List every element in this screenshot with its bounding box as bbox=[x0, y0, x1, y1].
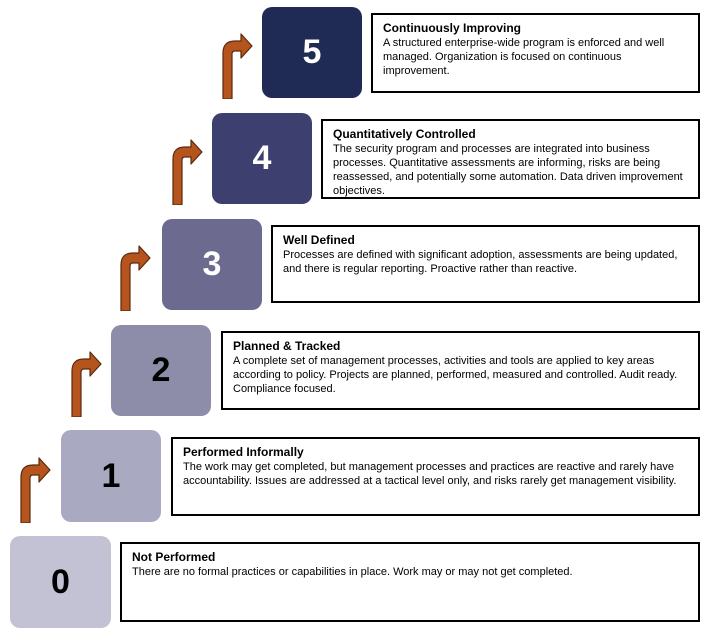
level-0-description: There are no formal practices or capabil… bbox=[132, 566, 573, 578]
level-3-square: 3 bbox=[162, 219, 262, 310]
level-3-box: Well Defined Processes are defined with … bbox=[271, 225, 700, 303]
level-4-square: 4 bbox=[212, 113, 312, 204]
level-1-description: The work may get completed, but manageme… bbox=[183, 461, 677, 487]
level-5-number: 5 bbox=[302, 33, 322, 71]
level-1-up-arrow-icon bbox=[20, 457, 51, 523]
level-4-up-arrow-icon bbox=[172, 139, 203, 205]
level-3-title: Well Defined bbox=[283, 233, 355, 247]
level-0-square: 0 bbox=[10, 536, 111, 628]
level-1-title: Performed Informally bbox=[183, 445, 304, 459]
level-2-square: 2 bbox=[111, 325, 211, 416]
level-2-number: 2 bbox=[151, 351, 171, 389]
level-1-number: 1 bbox=[101, 456, 121, 495]
level-4-number: 4 bbox=[252, 139, 272, 177]
level-5-description: A structured enterprise-wide program is … bbox=[383, 37, 665, 77]
level-0-title: Not Performed bbox=[132, 550, 216, 564]
level-3-description: Processes are defined with significant a… bbox=[283, 249, 678, 275]
level-5-square: 5 bbox=[262, 7, 362, 98]
level-0-number: 0 bbox=[51, 562, 70, 601]
level-1-box: Performed Informally The work may get co… bbox=[171, 437, 700, 516]
level-3-up-arrow-icon bbox=[120, 245, 151, 311]
level-4-description: The security program and processes are i… bbox=[333, 143, 683, 197]
level-0-box: Not Performed There are no formal practi… bbox=[120, 542, 700, 622]
level-5-up-arrow-icon bbox=[222, 33, 253, 99]
level-4-title: Quantitatively Controlled bbox=[333, 127, 476, 141]
level-1-square: 1 bbox=[61, 430, 161, 522]
level-2-description: A complete set of management processes, … bbox=[233, 355, 678, 395]
level-5-title: Continuously Improving bbox=[383, 21, 521, 35]
level-2-up-arrow-icon bbox=[71, 351, 102, 417]
level-2-title: Planned & Tracked bbox=[233, 339, 341, 353]
level-2-box: Planned & Tracked A complete set of mana… bbox=[221, 331, 700, 410]
level-5-box: Continuously Improving A structured ente… bbox=[371, 13, 700, 93]
level-3-number: 3 bbox=[202, 245, 222, 283]
level-4-box: Quantitatively Controlled The security p… bbox=[321, 119, 700, 199]
